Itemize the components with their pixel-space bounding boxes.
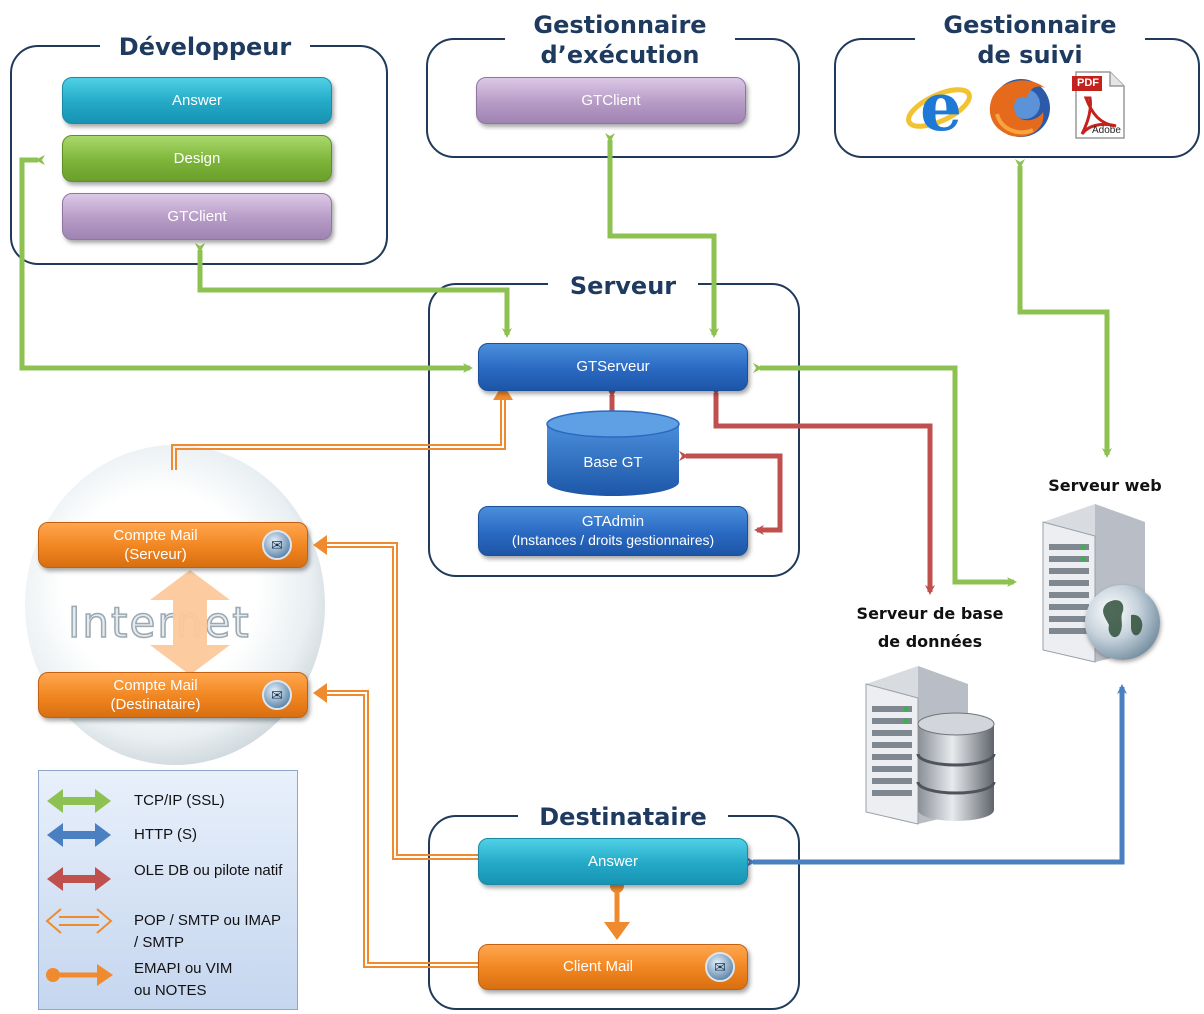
database-icon xyxy=(916,712,996,821)
pdf-icon: PDF Adobe xyxy=(1070,70,1128,140)
legend-item-emapi: EMAPI ou VIM ou NOTES xyxy=(134,960,233,999)
mail-icon: ✉ xyxy=(262,530,292,560)
serveur-bd-line2: de données xyxy=(877,632,983,651)
group-title-line2: d’exécution xyxy=(540,41,700,69)
adobe-label: Adobe xyxy=(1092,125,1121,136)
legend-item-pop: POP / SMTP ou IMAP / SMTP xyxy=(134,912,281,951)
gtadmin-sublabel: (Instances / droits gestionnaires) xyxy=(511,532,715,548)
gtadmin-component[interactable]: GTAdmin (Instances / droits gestionnaire… xyxy=(478,506,748,556)
client-mail-component[interactable]: Client Mail xyxy=(478,944,748,990)
legend-item-oledb: OLE DB ou pilote natif xyxy=(134,862,283,879)
group-title-line2: de suivi xyxy=(977,41,1083,69)
compte-mail-serveur-line1: Compte Mail xyxy=(113,527,198,544)
base-gt-label: Base GT xyxy=(583,454,643,471)
legend-item-http: HTTP (S) xyxy=(134,826,198,843)
dev-design-component[interactable]: Design xyxy=(62,135,332,182)
compte-mail-serveur-line2: (Serveur) xyxy=(124,546,187,563)
legend-arrow-tcp xyxy=(47,789,111,813)
group-title-developpeur: Développeur xyxy=(100,32,310,62)
pdf-label: PDF xyxy=(1077,77,1099,89)
mail-icon: ✉ xyxy=(262,680,292,710)
legend-arrow-emapi xyxy=(46,964,113,986)
legend-arrow-oledb xyxy=(47,867,111,891)
legend-arrow-pop xyxy=(45,908,113,934)
globe-icon xyxy=(1085,585,1160,660)
firefox-icon xyxy=(985,74,1055,140)
dev-answer-component[interactable]: Answer xyxy=(62,77,332,124)
legend: TCP/IP (SSL) HTTP (S) OLE DB ou pilote n… xyxy=(38,770,298,1010)
compte-mail-destinataire-line2: (Destinataire) xyxy=(110,696,201,713)
mail-icon: ✉ xyxy=(705,952,735,982)
base-gt-database[interactable]: Base GT xyxy=(545,410,681,498)
group-title-destinataire: Destinataire xyxy=(518,802,728,832)
group-title-line1: Gestionnaire xyxy=(943,11,1117,39)
database-server-icon[interactable] xyxy=(862,662,1002,827)
gtadmin-label: GTAdmin xyxy=(581,513,645,530)
legend-item-tcp: TCP/IP (SSL) xyxy=(134,792,225,809)
internet-label: Internet xyxy=(67,597,251,648)
serveur-bd-label: Serveur de base de données xyxy=(845,600,1015,656)
dev-gtclient-component[interactable]: GTClient xyxy=(62,193,332,240)
svg-text:e: e xyxy=(920,72,962,140)
internet-arrow xyxy=(145,570,235,680)
serveur-web-label: Serveur web xyxy=(1048,476,1162,495)
gtserveur-component[interactable]: GTServeur xyxy=(478,343,748,391)
dest-answer-component[interactable]: Answer xyxy=(478,838,748,885)
group-title-line1: Gestionnaire xyxy=(533,11,707,39)
internet-explorer-icon: e xyxy=(905,68,975,146)
compte-mail-destinataire-line1: Compte Mail xyxy=(113,677,198,694)
exec-gtclient-component[interactable]: GTClient xyxy=(476,77,746,124)
legend-arrow-http xyxy=(47,823,111,847)
serveur-bd-line1: Serveur de base xyxy=(856,604,1004,623)
